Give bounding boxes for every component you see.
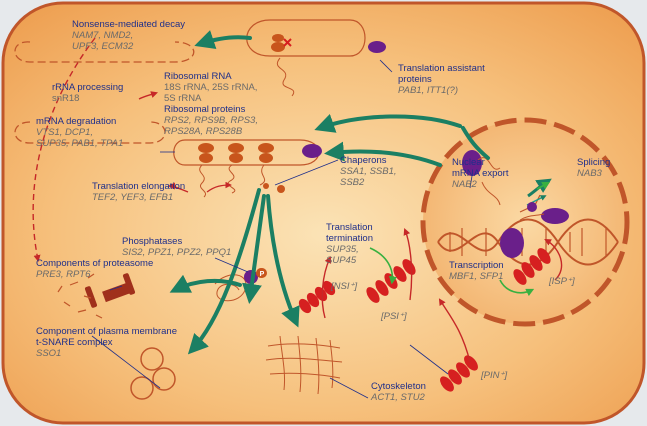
splicing-protein-small (527, 202, 537, 212)
termination-genes-2: SUP45 (326, 255, 357, 266)
snare-gene: SSO1 (36, 348, 62, 359)
elongation-genes: TEF2, YEF3, EFB1 (92, 192, 174, 203)
nab2-protein (462, 150, 482, 176)
pin-prion-label: [PIN⁺] (481, 370, 508, 381)
phosphatases-genes: SIS2, PPZ1, PPZ2, PPQ1 (122, 247, 232, 258)
ribosomal-rna-title: Ribosomal RNA (164, 71, 232, 82)
degraded-mrna (14, 121, 166, 144)
phosphate-group (257, 268, 267, 278)
chaperons-genes-1: SSA1, SSB1, (340, 166, 397, 177)
translation-assistant-title-1: Translation assistant (398, 63, 485, 74)
splicing-protein (541, 208, 569, 224)
teal-arrows (169, 30, 490, 355)
export-mrna-2 (481, 181, 501, 206)
chaperons-title: Chaperons (340, 155, 387, 166)
prion-nsi (298, 280, 336, 314)
phosphatases-title: Phosphatases (122, 236, 183, 247)
leader-lines (91, 59, 473, 399)
termination-title-2: termination (326, 233, 373, 244)
psi-prion-label: [PSI⁺] (381, 311, 407, 322)
nmd-mrna (246, 19, 386, 97)
ribosomal-rna-2: 5S rRNA (164, 93, 202, 104)
splicing-title: Splicing (577, 157, 611, 168)
vesicle (140, 347, 164, 371)
splicing-gene: NAB3 (577, 168, 602, 179)
cytoskeleton-title: Cytoskeleton (371, 381, 426, 392)
nsi-prion-label: [NSI⁺] (331, 281, 358, 292)
isp-prion-label: [ISP⁺] (549, 276, 575, 287)
degraded-mrna-nmd (14, 41, 195, 63)
polysome (173, 139, 322, 198)
green-arrows (369, 181, 551, 297)
snare-title-2: t-SNARE complex (36, 337, 113, 348)
elongation-title: Translation elongation (92, 181, 186, 192)
vesicle (130, 376, 154, 400)
snare-title-1: Component of plasma membrane (36, 326, 177, 337)
nmd-genes-1: NAM7, NMD2, (72, 30, 134, 41)
vesicle (152, 367, 176, 391)
termination-genes-1: SUP35, (326, 244, 359, 255)
translation-assistant-title-2: proteins (398, 74, 432, 85)
proteasome (84, 273, 136, 308)
nuclear-export-gene: NAB2 (452, 179, 477, 190)
transcription-title: Transcription (449, 260, 504, 271)
splicing-mrna (519, 213, 545, 221)
cytoskeleton-mesh (265, 335, 343, 395)
ribosomal-proteins-2: RPS28A, RPS28B (164, 126, 243, 137)
mrna-degradation-title: mRNA degradation (36, 116, 117, 127)
cytoskeleton-genes: ACT1, STU2 (371, 392, 425, 403)
phosphate-mark: P (260, 271, 265, 278)
export-mrna (477, 157, 501, 170)
ribosomal-proteins-title: Ribosomal proteins (164, 104, 246, 115)
elongation-arrow (206, 181, 232, 193)
mrna-degradation-1: VTS1, DCP1, (36, 127, 94, 138)
proteasome-genes: PRE3, RPT6 (36, 269, 91, 280)
rrna-processing-gene: snR18 (52, 93, 80, 104)
prion-isp (513, 248, 551, 285)
nuclear-export-title-2: mRNA export (452, 168, 509, 179)
transcription-factor (500, 228, 524, 258)
nuclear-export-title-1: Nuclear (452, 157, 485, 168)
ribosomal-rna-1: 18S rRNA, 25S rRNA, (164, 82, 258, 93)
proteasome-title: Components of proteasome (36, 258, 154, 269)
red-arrows (32, 37, 563, 363)
prion-pin (440, 355, 478, 392)
peptide-fragments (57, 273, 103, 319)
transcription-genes: MBF1, SFP1 (449, 271, 504, 282)
rrna-processing-title: rRNA processing (52, 82, 124, 93)
nmd-genes-2: UPF3, ECM32 (72, 41, 134, 52)
chaperons-genes-2: SSB2 (340, 177, 365, 188)
mrna-degradation-2: SUP35, PAB1, TPA1 (36, 138, 124, 149)
translation-assistant-genes: PAB1, ITT1(?) (398, 85, 459, 96)
termination-title-1: Translation (326, 222, 373, 233)
nmd-title: Nonsense-mediated decay (72, 19, 186, 30)
ribosomal-proteins-1: RPS2, RPS9B, RPS3, (164, 115, 258, 126)
